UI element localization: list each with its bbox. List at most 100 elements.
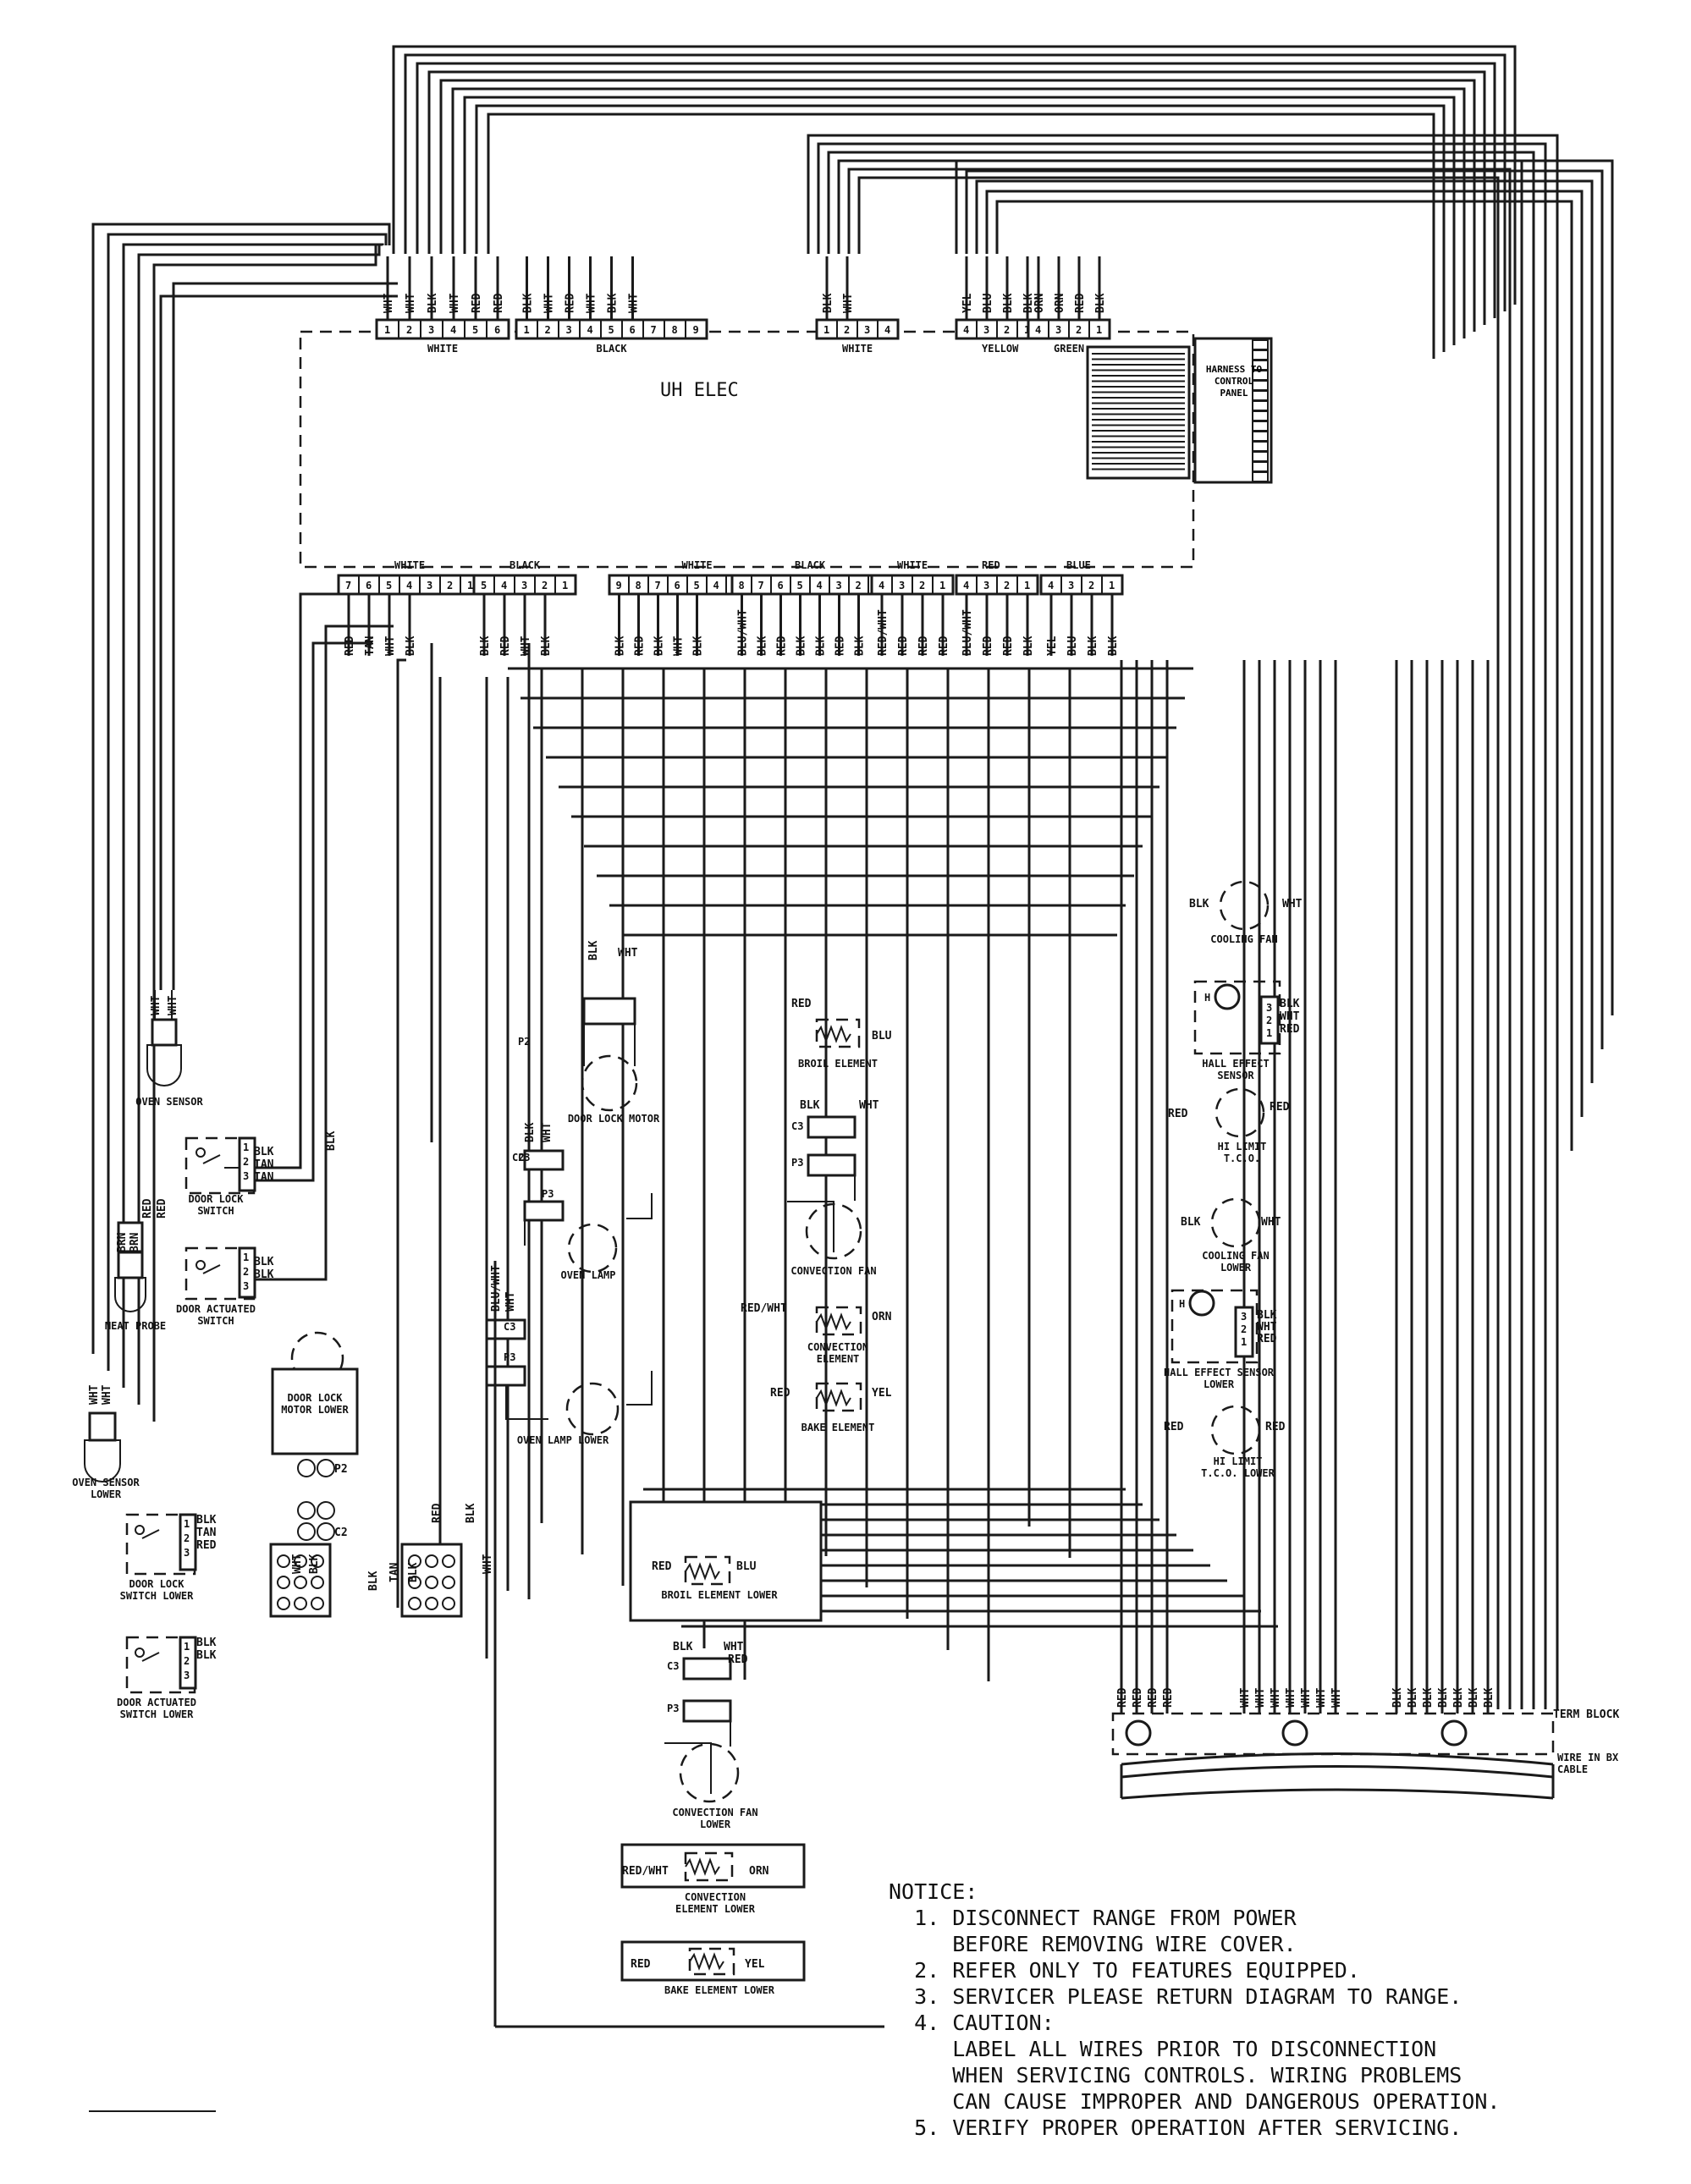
switch-pin: 2 [184, 1655, 190, 1667]
door-lock-switch-label: DOOR LOCK SWITCH [188, 1193, 244, 1217]
plug-label: C3 [667, 1660, 679, 1672]
wire [172, 282, 398, 990]
wire-color-label: RED [1074, 293, 1087, 313]
wire-color-label: BLK [854, 635, 867, 656]
notice-line: LABEL ALL WIRES PRIOR TO DISCONNECTION [889, 2037, 1437, 2061]
wire [392, 45, 1517, 305]
terminal-wire-label: RED [1162, 1687, 1175, 1708]
connector-color-label: WHITE [842, 343, 873, 355]
wire-color-label: WHT [291, 1554, 304, 1574]
pin-number: 4 [963, 324, 969, 336]
wire-color-label: WHT [520, 635, 532, 656]
wire [807, 134, 1559, 1709]
switch-pin: 2 [184, 1532, 190, 1544]
door-lock-switch: DOOR LOCK SWITCH [185, 1136, 256, 1217]
wire-color-label: RED [728, 1653, 748, 1666]
wire-color-label: RED [471, 293, 483, 313]
wire-color-label: TAN [196, 1527, 217, 1539]
pin-number: 3 [1055, 324, 1061, 336]
cooling-fan: COOLING FAN [1210, 880, 1278, 945]
wire-color-label: WHT [1282, 898, 1303, 910]
wire-color-label: RED [791, 998, 812, 1010]
pin-number: 1 [1109, 580, 1115, 591]
wire-color-label: RED [344, 635, 356, 656]
wire-color-label: WHT [101, 1384, 113, 1405]
wire-color-label: RED [1265, 1421, 1286, 1433]
hall-pin: 1 [1241, 1336, 1247, 1348]
wire-color-label: WHT [1257, 1321, 1277, 1334]
connector-color-label: BLACK [510, 559, 541, 571]
cooling-fan-label: COOLING FAN [1210, 933, 1278, 945]
switch-pin: 1 [243, 1252, 249, 1263]
pin-number: 3 [1068, 580, 1074, 591]
hall-pin: 2 [1241, 1323, 1247, 1335]
wire-color-label: BLK [325, 1131, 338, 1151]
door-lock-motor-label: DOOR LOCK MOTOR [567, 1113, 660, 1125]
pin-number: 3 [899, 580, 905, 591]
door-lock-motor-lower-label: DOOR LOCK MOTOR LOWER [281, 1392, 349, 1416]
pin-number: 4 [884, 324, 890, 336]
connector-color-label: BLUE [1066, 559, 1091, 571]
bx-cable: WIRE IN BX CABLE [1120, 1752, 1619, 1800]
wire-color-label: WHT [618, 947, 638, 960]
wire-color-label: RED [141, 1198, 154, 1219]
wire-color-label: RED [917, 635, 930, 656]
switch-pin: 1 [243, 1142, 249, 1153]
wire-color-label: BLK [800, 1099, 820, 1112]
wire-color-label: WHT [384, 635, 397, 656]
oven-sensor-lower: OVEN SENSOR LOWER [72, 1411, 140, 1500]
wire [122, 243, 384, 1388]
terminal-wire-label: WHT [1270, 1687, 1282, 1708]
wire [475, 104, 1446, 352]
switch-pin: 2 [243, 1156, 249, 1168]
wire-color-label: RED [431, 1503, 443, 1523]
terminal-wire-label: WHT [1315, 1687, 1328, 1708]
convection-fan-lower-label: CONVECTION FAN LOWER [672, 1807, 758, 1830]
wire-color-label: WHT [1261, 1216, 1281, 1229]
wire-color-label: RED [196, 1539, 217, 1552]
plug-label: P3 [667, 1703, 679, 1714]
top-wire-bus [392, 45, 1614, 1709]
pin-number: 6 [778, 580, 784, 591]
frame-wire [493, 1261, 884, 2028]
connector-p10: 4321YELLOWYELBLUBLKBLK [955, 256, 1039, 355]
notice-line: WHEN SERVICING CONTROLS. WIRING PROBLEMS [889, 2063, 1462, 2088]
wire-color-label: BLK [1022, 293, 1035, 313]
wire-color-label: BLK [796, 635, 808, 656]
wire [827, 151, 1535, 1709]
wire-color-label: RED [776, 635, 789, 656]
wire-color-label: RED [938, 635, 950, 656]
wire [965, 169, 1604, 1049]
plug-label: C3 [504, 1321, 515, 1333]
hall-pin: 1 [1266, 1027, 1272, 1039]
wire-color-label: WHT [1280, 1010, 1300, 1023]
wire [254, 624, 394, 1281]
notice-line: 4. CAUTION: [889, 2011, 1055, 2035]
wire-color-label: BLU [982, 293, 994, 313]
wire-color-label: BLK [405, 635, 417, 656]
pin-number: 4 [713, 580, 719, 591]
wire-color-label: BRN [129, 1232, 141, 1252]
switch-pin: 3 [184, 1670, 190, 1681]
door-lock-motor-lower: DOOR LOCK MOTOR LOWER P2 C2 [271, 1331, 359, 1541]
wire [451, 87, 1466, 338]
wire-color-label: BLK [254, 1268, 274, 1281]
meat-probe-label: MEAT PROBE [104, 1320, 167, 1332]
wire-color-label: TAN [254, 1158, 274, 1171]
pin-number: 4 [879, 580, 884, 591]
plug-label: P3 [504, 1351, 515, 1363]
terminal-wire-label: WHT [1239, 1687, 1252, 1708]
convection-element-label: CONVECTION ELEMENT [807, 1341, 869, 1365]
wire-color-label: RED [156, 1198, 168, 1219]
bx-cable-label: WIRE IN BX CABLE [1557, 1752, 1619, 1775]
hall-h-label: H [1179, 1298, 1185, 1310]
pin-number: 2 [545, 324, 551, 336]
pin-number: 4 [963, 580, 969, 591]
door-lock-motor: DOOR LOCK MOTOR [567, 997, 660, 1125]
wire-color-label: WHT [673, 635, 686, 656]
wire [159, 294, 398, 990]
wire [955, 159, 1614, 1015]
pin-number: 2 [406, 324, 412, 336]
